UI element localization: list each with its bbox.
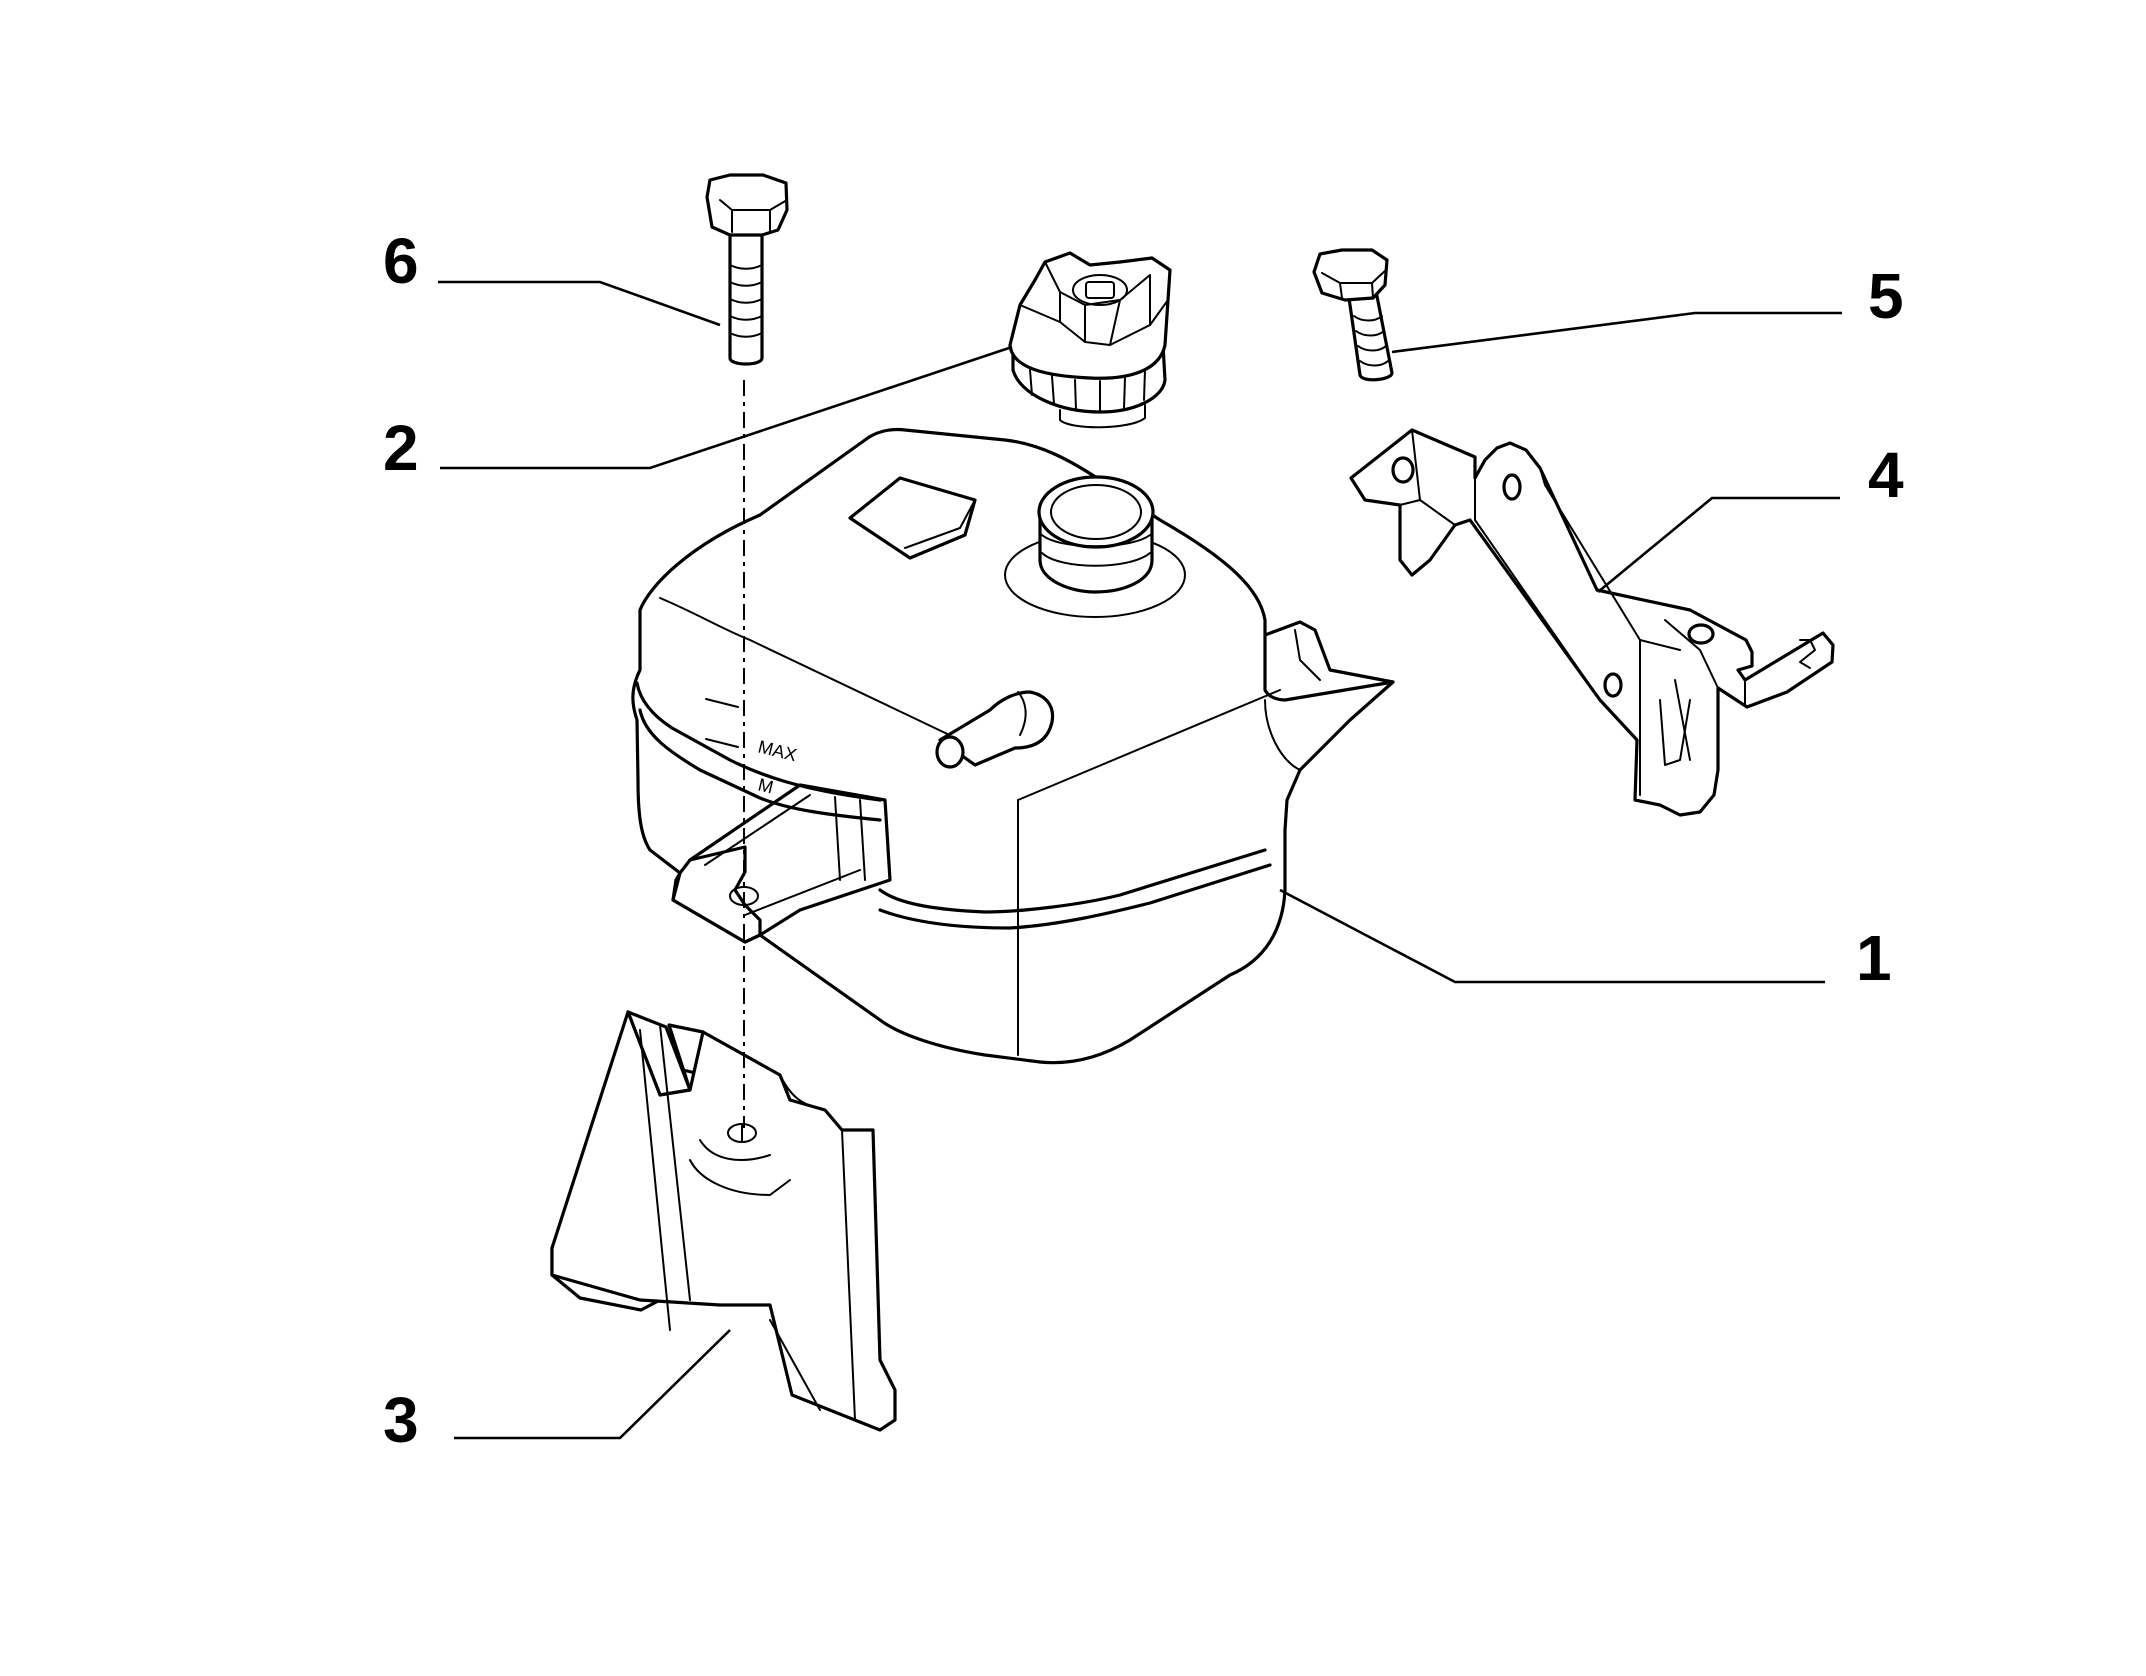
- min-level-mark: M: [756, 774, 775, 797]
- callout-5: 5: [1868, 260, 1904, 332]
- leader-line-4: [1597, 496, 1840, 594]
- leader-line-1: [1279, 888, 1825, 984]
- leader-line-2: [440, 345, 1013, 470]
- lower-bracket-part: [550, 1010, 897, 1432]
- long-bolt-part: [705, 173, 789, 366]
- filler-cap-part: [1008, 251, 1172, 429]
- leader-line-6: [438, 280, 721, 327]
- leader-line-3: [454, 1329, 731, 1440]
- callout-3: 3: [383, 1384, 419, 1456]
- short-bolt-part: [1312, 248, 1394, 382]
- callout-6: 6: [383, 225, 419, 297]
- callout-1: 1: [1856, 922, 1892, 994]
- leader-line-5: [1391, 311, 1842, 354]
- callout-4: 4: [1868, 439, 1904, 511]
- support-bracket-part: [1349, 428, 1835, 817]
- callout-2: 2: [383, 412, 419, 484]
- expansion-tank-part: MAX M: [631, 427, 1395, 1065]
